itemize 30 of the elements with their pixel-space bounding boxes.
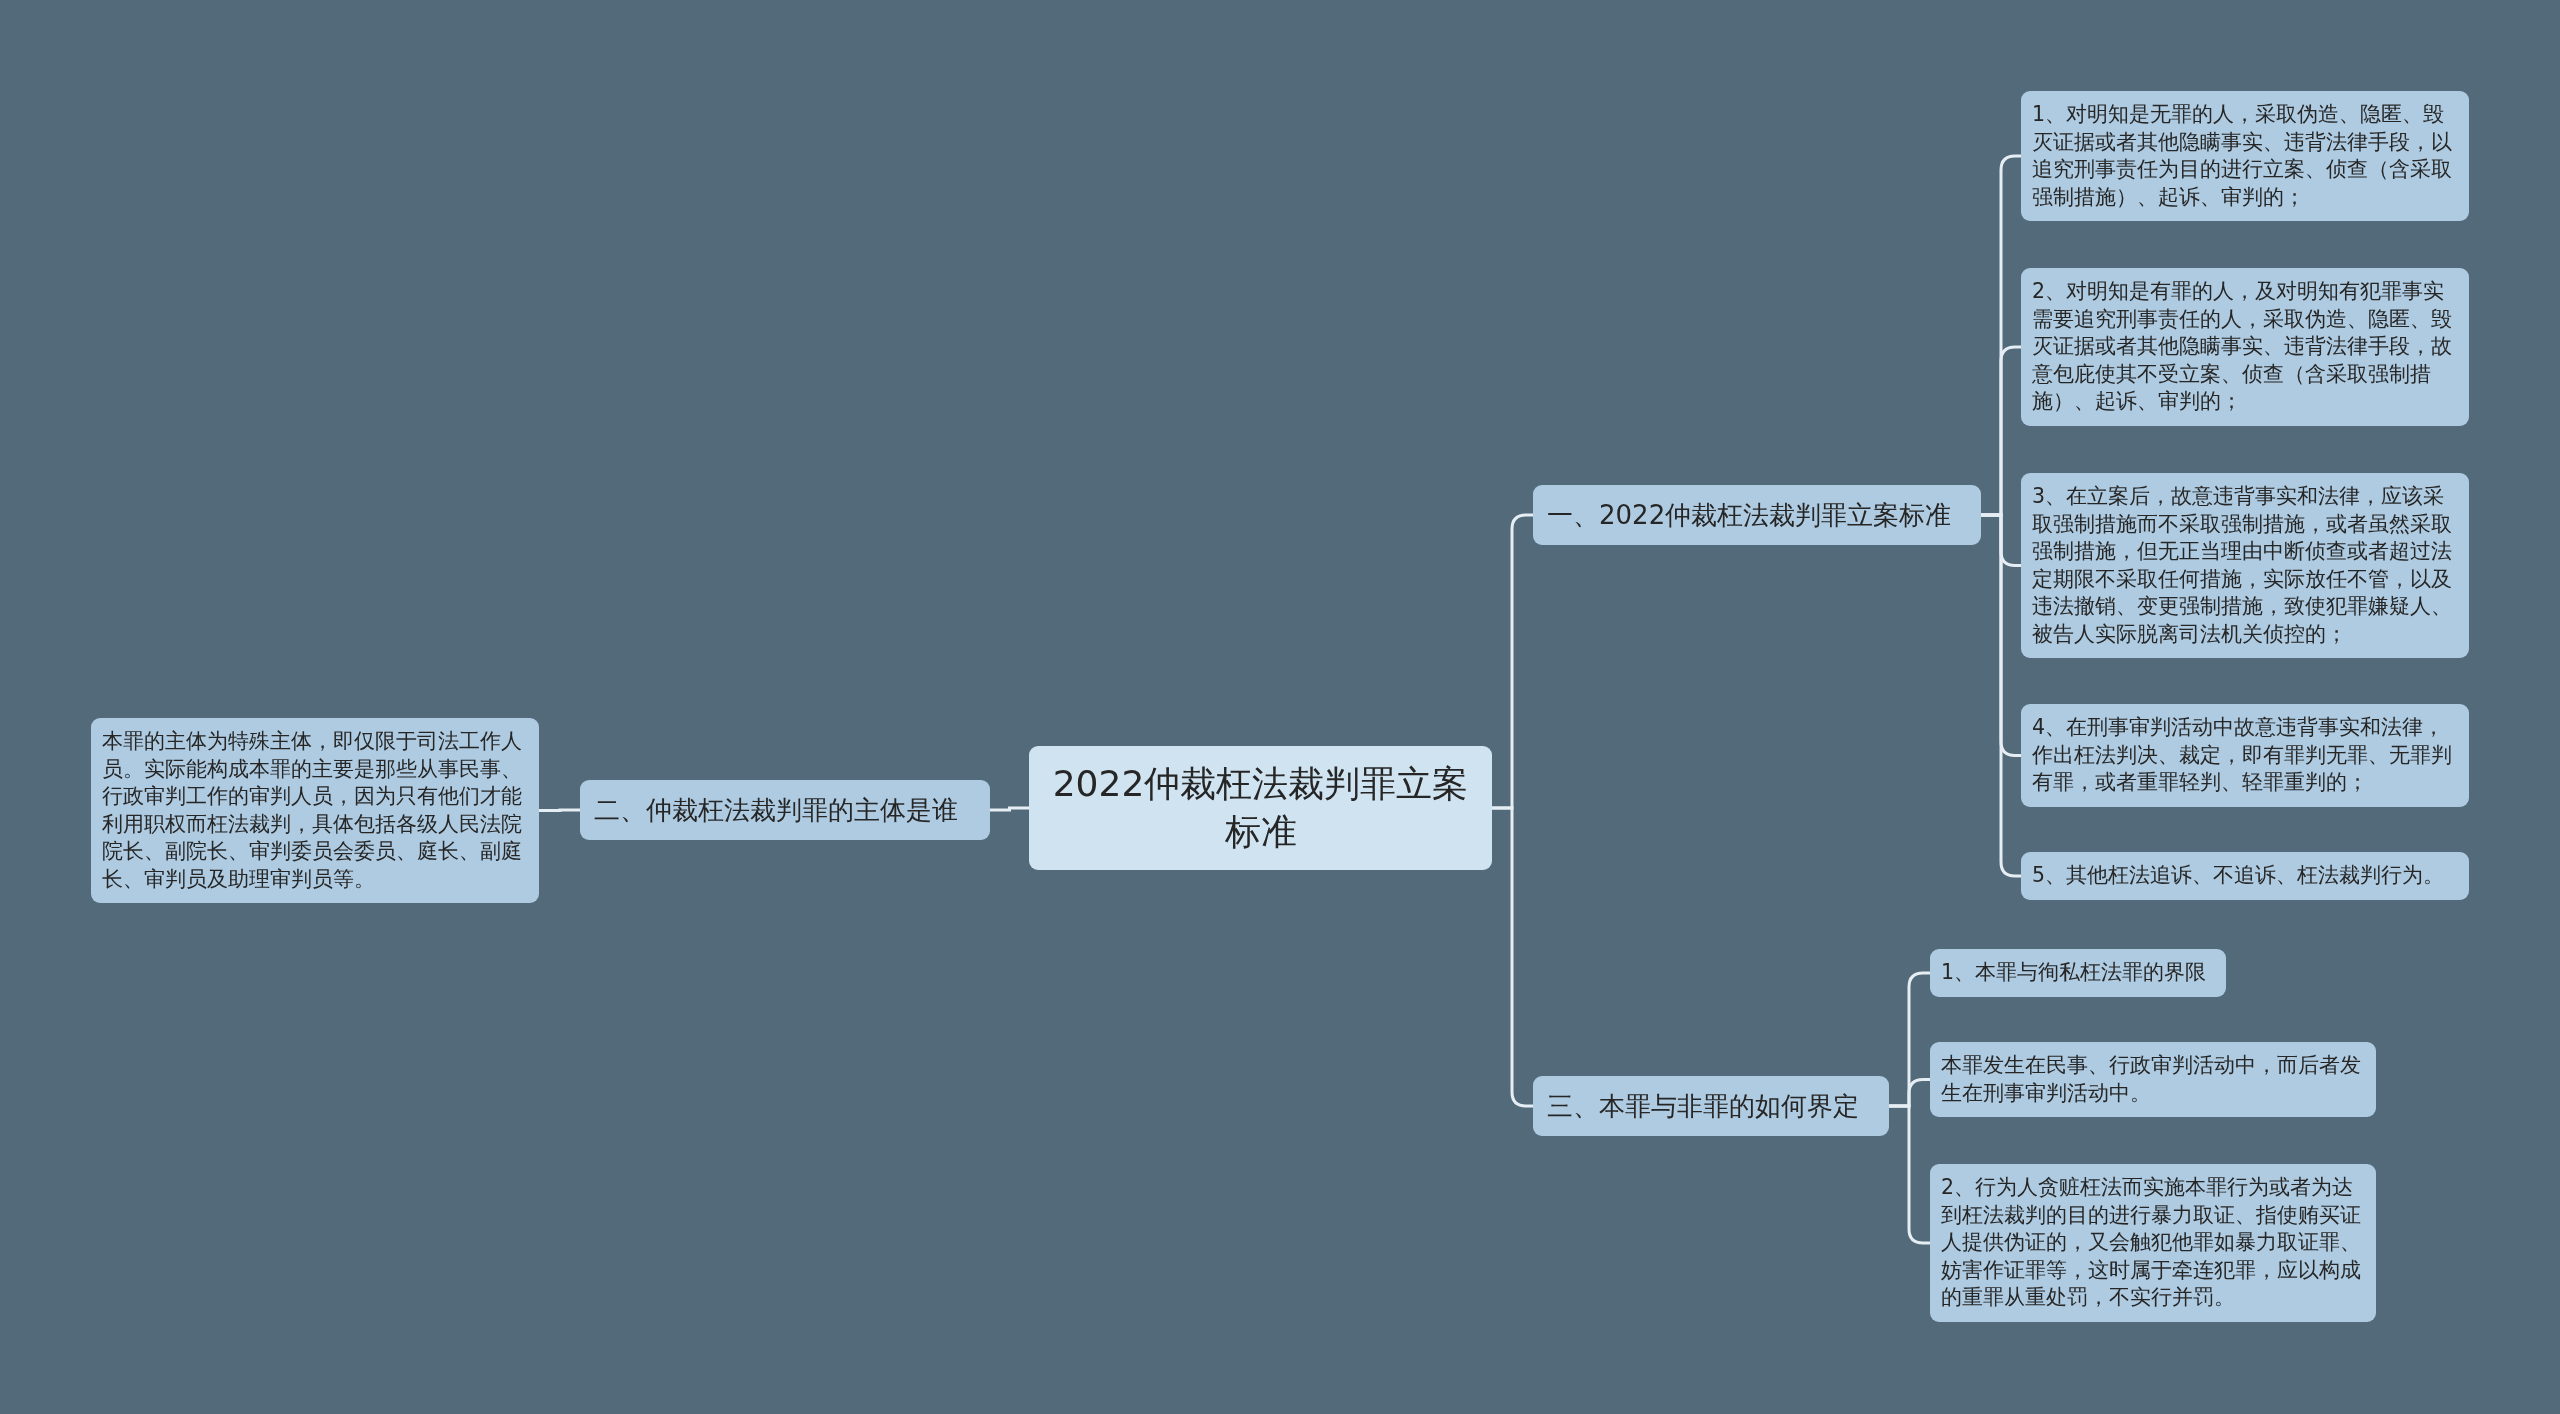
connector-line [990,806,1029,812]
topic-text: 1、本罪与徇私枉法罪的界限 [1941,959,2208,986]
connector-line [1492,806,1533,1108]
subtopic-card [91,718,539,903]
subtopic-card [2021,473,2469,658]
branch-topic [580,780,990,840]
subtopic-card [2021,704,2469,807]
topic-text: 3、在立案后，故意违背事实和法律，应该采取强制措施而不采取强制措施，或者虽然采取强制措施，但无正当理由中断侦查或者超过法定期限不采取任何措施，实际放任不管，以及违法撤销、变更强制措施，致使犯罪嫌疑人、被告人实际脱离司法机关侦控的； [2032,483,2453,648]
topic-text: 本罪发生在民事、行政审判活动中，而后者发生在刑事审判活动中。 [1941,1052,2362,1107]
branch-topic [1533,1076,1889,1136]
topic-text: 2、对明知是有罪的人，及对明知有犯罪事实需要追究刑事责任的人，采取伪造、隐匿、毁灭证据或者其他隐瞒事实、违背法律手段，故意包庇使其不受立案、侦查（含采取强制措施）、起诉、审判的； [2032,278,2453,415]
connector-line [539,808,580,812]
subtopic-card [1930,1042,2376,1117]
subtopic-card [2021,91,2469,221]
subtopic-card [1930,949,2226,997]
topic-text: 2、行为人贪赃枉法而实施本罪行为或者为达到枉法裁判的目的进行暴力取证、指使贿买证人提供伪证的，又会触犯他罪如暴力取证罪、妨害作证罪等，这时属于牵连犯罪，应以构成的重罪从重处罚，不实行并罚。 [1941,1174,2362,1311]
topic-text: 2022仲裁枉法裁判罪立案标准 [1051,762,1470,854]
topic-text: 本罪的主体为特殊主体，即仅限于司法工作人员。实际能构成本罪的主要是那些从事民事、行政审判工作的审判人员，因为只有他们才能利用职权而枉法裁判，具体包括各级人民法院院长、副院长、审判委员会委员、庭长、副庭长、审判员及助理审判员等。 [102,728,523,893]
topic-text: 一、2022仲裁枉法裁判罪立案标准 [1547,499,1953,532]
topic-text: 1、对明知是无罪的人，采取伪造、隐匿、毁灭证据或者其他隐瞒事实、违背法律手段，以追究刑事责任为目的进行立案、侦查（含采取强制措施）、起诉、审判的； [2032,101,2453,211]
subtopic-card [2021,852,2469,900]
connector-line [1889,1104,1930,1245]
subtopic-card [1930,1164,2376,1322]
topic-text: 4、在刑事审判活动中故意违背事实和法律，作出枉法判决、裁定，即有罪判无罪、无罪判有罪，或者重罪轻判、轻罪重判的； [2032,714,2453,796]
topic-text: 三、本罪与非罪的如何界定 [1547,1090,1860,1123]
branch-topic [1533,485,1981,545]
subtopic-card [2021,268,2469,426]
topic-text: 二、仲裁枉法裁判罪的主体是谁 [594,794,959,827]
topic-text: 5、其他枉法追诉、不追诉、枉法裁判行为。 [2032,862,2446,889]
central-topic [1029,746,1492,870]
